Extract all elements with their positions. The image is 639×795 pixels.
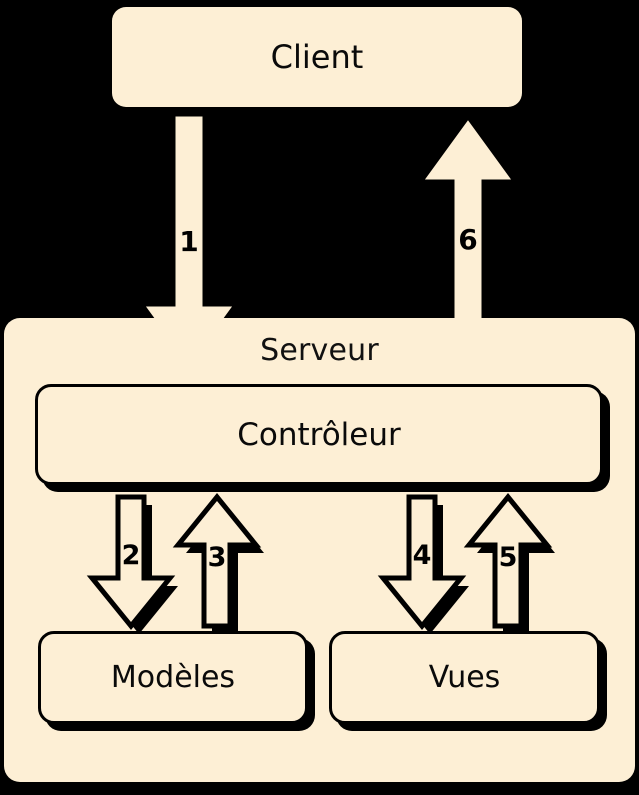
node-controleur-label: Contrôleur <box>237 416 401 453</box>
node-client-label: Client <box>270 38 364 76</box>
arrow-3-label: 3 <box>207 542 227 573</box>
arrow-2-controleur-to-modeles: 2 <box>86 492 186 638</box>
arrow-4-label: 4 <box>412 540 432 571</box>
node-modeles-label: Modèles <box>110 660 236 695</box>
node-client[interactable]: Client <box>112 7 522 107</box>
node-controleur[interactable]: Contrôleur <box>35 384 603 485</box>
arrow-6-label: 6 <box>458 223 478 256</box>
node-vues[interactable]: Vues <box>329 631 600 724</box>
arrow-5-vues-to-controleur: 5 <box>463 492 563 638</box>
arrow-5-label: 5 <box>498 542 518 573</box>
arrow-1-label: 1 <box>179 225 199 258</box>
arrow-3-modeles-to-controleur: 3 <box>172 492 272 638</box>
arrow-4-controleur-to-vues: 4 <box>377 492 477 638</box>
node-serveur-label: Serveur <box>260 333 379 368</box>
node-vues-label: Vues <box>428 660 501 695</box>
node-modeles[interactable]: Modèles <box>38 631 308 724</box>
arrow-2-label: 2 <box>121 540 141 571</box>
